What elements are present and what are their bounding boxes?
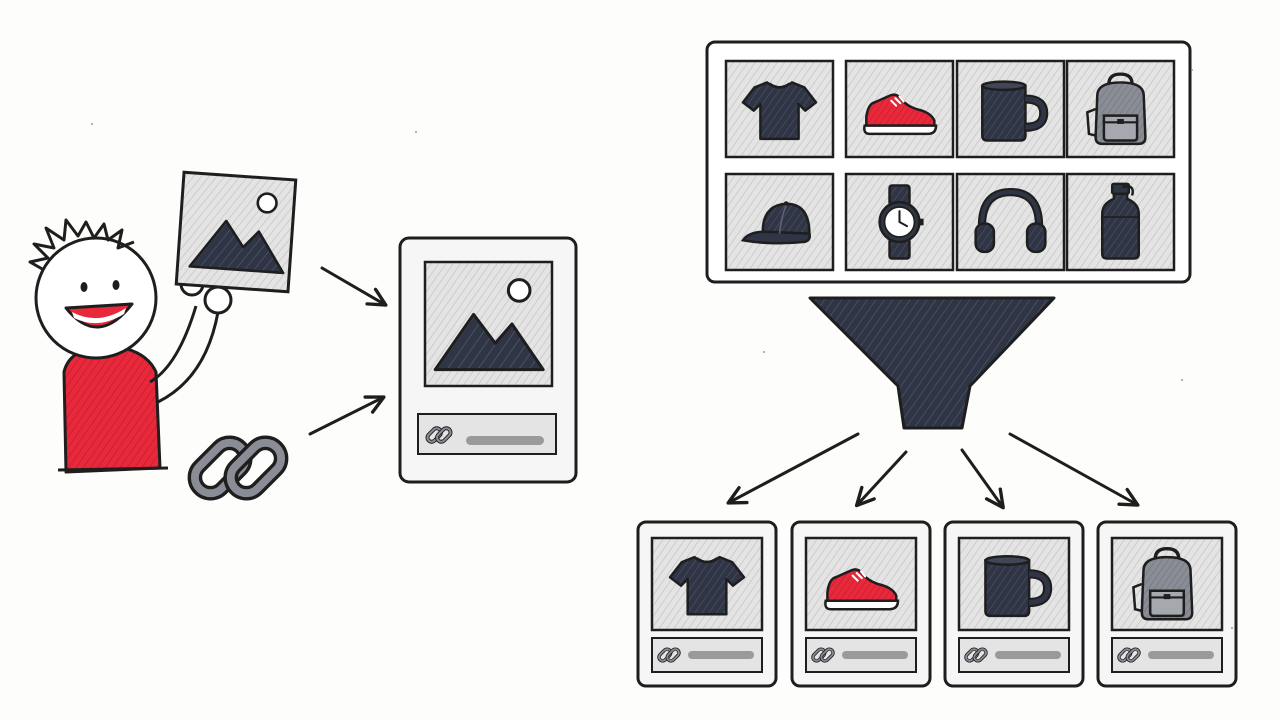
url-placeholder-bar — [688, 651, 754, 659]
result-card — [943, 520, 1085, 688]
catalog-item — [1065, 59, 1176, 159]
catalog-item — [955, 172, 1066, 272]
catalog-item — [724, 59, 835, 159]
arrow-to-result-1 — [726, 432, 860, 505]
arrow-to-result-4 — [1008, 432, 1140, 507]
arrow-to-result-3 — [960, 448, 1005, 510]
url-placeholder-bar — [995, 651, 1061, 659]
arrow-link-to-card — [308, 395, 386, 436]
uploaded-photo — [174, 170, 298, 294]
catalog-item — [844, 172, 955, 272]
chain-link-icon — [188, 436, 287, 499]
arrow-to-result-2 — [854, 450, 908, 508]
stick-figure-person — [28, 218, 233, 474]
catalog-item — [844, 59, 955, 159]
input-card — [398, 236, 578, 484]
catalog-item — [1065, 172, 1176, 272]
result-card — [790, 520, 932, 688]
paper-specks — [91, 69, 1233, 629]
funnel-icon — [808, 296, 1056, 430]
result-cards — [636, 520, 1238, 688]
catalog-item — [724, 172, 835, 272]
result-card — [636, 520, 778, 688]
catalog-item — [955, 59, 1066, 159]
arrow-photo-to-card — [320, 266, 388, 307]
result-card — [1096, 520, 1238, 688]
url-placeholder-bar — [842, 651, 908, 659]
url-placeholder-bar — [1148, 651, 1214, 659]
url-placeholder-bar — [466, 436, 544, 445]
product-catalog-grid — [705, 40, 1192, 284]
